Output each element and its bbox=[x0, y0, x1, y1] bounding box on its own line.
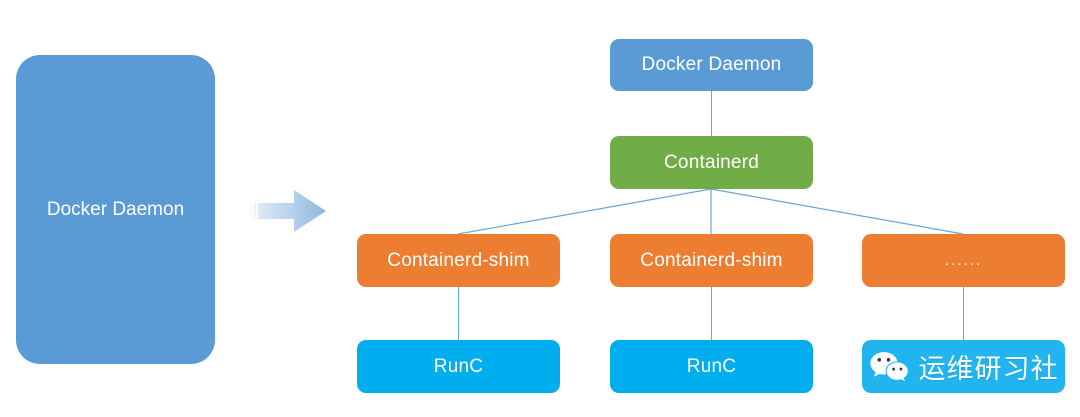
node-label: ...... bbox=[944, 252, 982, 269]
node-containerd-shim-1: Containerd-shim bbox=[357, 234, 560, 287]
wechat-icon bbox=[869, 351, 909, 383]
watermark-brand-badge: 运维研习社 bbox=[862, 340, 1065, 393]
node-label: RunC bbox=[433, 355, 484, 377]
brand-label: 运维研习社 bbox=[918, 354, 1059, 385]
node-containerd-shim-2: Containerd-shim bbox=[610, 234, 813, 287]
node-label: Containerd bbox=[664, 151, 759, 173]
node-runc-2: RunC bbox=[610, 340, 813, 393]
connector-shim1-to-runc1 bbox=[458, 287, 459, 340]
node-docker-daemon: Docker Daemon bbox=[610, 39, 813, 91]
node-label: Containerd-shim bbox=[387, 249, 530, 271]
node-docker-daemon-monolith: Docker Daemon bbox=[16, 55, 215, 364]
node-runc-1: RunC bbox=[357, 340, 560, 393]
node-label: Containerd-shim bbox=[640, 249, 783, 271]
node-containerd-shim-more: ...... bbox=[862, 234, 1065, 287]
connector-root-to-containerd bbox=[711, 91, 712, 136]
connector-shim2-to-runc2 bbox=[711, 287, 712, 340]
node-label: Docker Daemon bbox=[641, 54, 782, 75]
node-label: Docker Daemon bbox=[46, 198, 185, 220]
right-arrow-icon bbox=[242, 186, 332, 236]
node-containerd: Containerd bbox=[610, 136, 813, 189]
connector-shim3-to-brand bbox=[963, 287, 964, 340]
node-label: RunC bbox=[686, 355, 737, 377]
